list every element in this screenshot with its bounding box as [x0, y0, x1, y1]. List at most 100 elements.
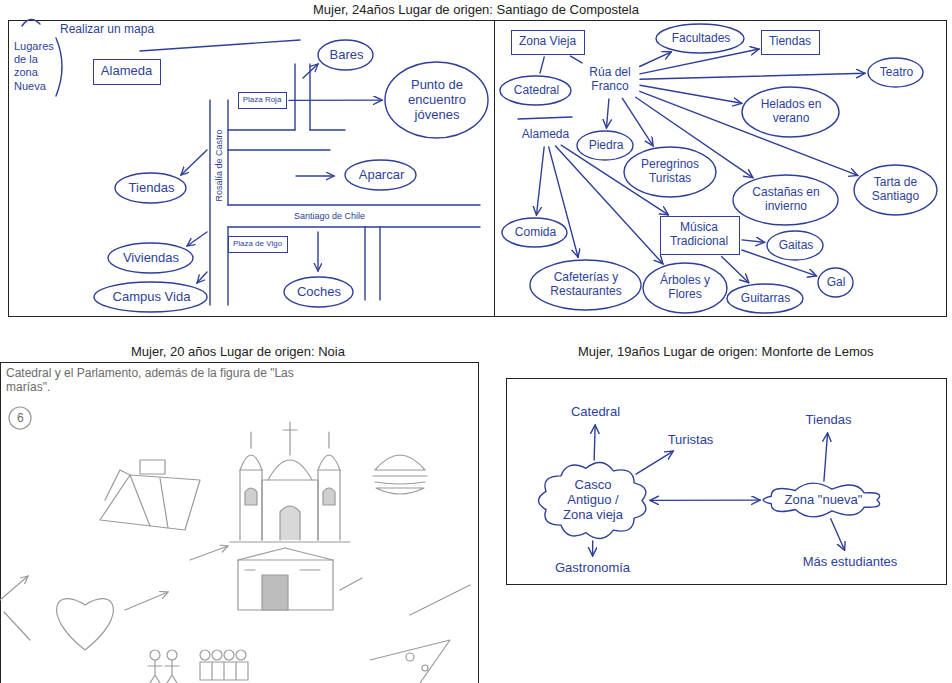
street-name: Santiago de Chile — [294, 211, 365, 222]
node-label: Bares — [329, 48, 364, 63]
panel-frame — [495, 21, 947, 317]
connector — [606, 99, 608, 128]
panel-caption: Mujer, 24años Lugar de origen: Santiago … — [313, 2, 639, 18]
topic-text: Alameda — [519, 127, 572, 143]
cathedral-dome — [268, 422, 312, 480]
node-label: Catedral — [513, 84, 560, 98]
idea-bubble: Helados en verano — [741, 86, 840, 138]
node-label: Rúa del Franco — [587, 66, 633, 94]
node-text: Cafeterías y Restaurantes — [548, 271, 624, 299]
connector — [549, 147, 578, 257]
street-line — [228, 226, 480, 227]
area-box: Alameda — [93, 59, 161, 85]
node-text: Plaza de Vigo — [232, 239, 283, 248]
cathedral-body — [262, 480, 318, 540]
street-line — [227, 100, 228, 205]
node-text: Piedra — [588, 139, 624, 153]
node-text: Gaitas — [778, 239, 814, 253]
connector — [592, 541, 594, 556]
ellipse-outline — [727, 284, 803, 313]
connector — [640, 52, 672, 67]
node-label: Peregrinos Turistas — [639, 158, 701, 186]
pizza-sketch — [422, 665, 428, 671]
node-text: Catedral — [513, 84, 560, 98]
node-text: Bares — [329, 48, 364, 63]
street-line — [379, 227, 380, 300]
connector — [824, 433, 828, 481]
ellipse-outline — [345, 160, 416, 190]
idea-bubble: Comida — [501, 217, 568, 248]
node-label: Catedral — [570, 405, 621, 420]
book-sketch — [100, 475, 200, 530]
idea-bubble: Teatro — [867, 57, 924, 88]
ground-line — [230, 541, 350, 542]
node-label: Zona Vieja — [518, 35, 577, 49]
pencil-arrow — [0, 576, 28, 600]
street-line — [209, 100, 210, 305]
street-line — [294, 64, 295, 130]
pen-stroke — [518, 117, 572, 119]
node-label: Punto de encuentro jóvenes — [402, 78, 472, 123]
ellipse-outline — [577, 131, 633, 160]
idea-bubble: Aparcar — [344, 159, 417, 191]
node-label: Plaza Roja — [242, 95, 282, 104]
building-door — [262, 575, 288, 610]
node-label: Plaza de Vigo — [232, 239, 283, 248]
cathedral-tower — [240, 432, 262, 470]
node-label: Helados en verano — [758, 98, 824, 126]
idea-bubble: Punto de encuentro jóvenes — [384, 61, 489, 139]
connector — [742, 240, 765, 242]
street-line — [310, 129, 345, 130]
connector-group — [289, 49, 865, 556]
ellipse-outline — [854, 165, 937, 215]
ellipse-outline — [643, 263, 727, 313]
idea-bubble: Gaitas — [766, 230, 824, 261]
node-label: Gaitas — [778, 239, 814, 253]
ellipse-outline — [530, 260, 641, 310]
pencil-stroke — [340, 578, 362, 590]
node-text: Campus Vida — [112, 290, 191, 305]
node-label: Alameda — [100, 64, 153, 79]
node-text: Más estudiantes — [802, 555, 898, 570]
connector — [742, 250, 817, 276]
pizza-sketch — [370, 640, 450, 683]
idea-bubble: Tarta de Santiago — [853, 164, 938, 216]
topic-text: Tiendas — [803, 412, 854, 429]
node-label: Música Tradicional — [667, 221, 731, 249]
crowd-sketch — [224, 650, 234, 660]
node-text: Zona Vieja — [518, 35, 577, 49]
cloud-node: Casco Antiguo / Zona vieja — [536, 460, 650, 541]
node-label: Castañas en invierno — [750, 186, 822, 214]
ellipse-outline — [318, 40, 373, 70]
connector — [722, 256, 749, 282]
pointer-arrow — [317, 232, 318, 271]
street-map — [22, 19, 572, 305]
connector — [593, 425, 595, 460]
node-text: Viviendas — [122, 251, 180, 266]
node-label: Teatro — [879, 66, 914, 80]
idea-bubble: Guitarras — [726, 283, 804, 314]
stick-figure — [148, 660, 162, 683]
cathedral-tower — [318, 470, 340, 540]
node-text: Aparcar — [358, 168, 405, 183]
cathedral-door — [280, 506, 300, 540]
sketch-note: Realizar un mapa — [60, 22, 154, 36]
topic-box: Música Tradicional — [660, 216, 740, 255]
node-text: Árboles y Flores — [657, 274, 713, 302]
node-label: Árboles y Flores — [657, 274, 713, 302]
pencil-arrow — [190, 546, 228, 560]
idea-bubble: Piedra — [576, 130, 634, 161]
node-label: Viviendas — [122, 251, 180, 266]
node-text: Tiendas — [768, 35, 812, 49]
connector — [640, 85, 742, 103]
idea-bubble: Árboles y Flores — [642, 262, 728, 314]
connector — [831, 519, 845, 551]
idea-bubble: Facultades — [655, 23, 745, 54]
pencil-stroke — [410, 585, 470, 615]
crowd-sketch — [200, 662, 248, 680]
ellipse-outline — [656, 24, 744, 53]
idea-bubble: Castañas en invierno — [732, 174, 839, 226]
stick-figure — [150, 650, 160, 660]
pointer-arrow — [181, 150, 207, 175]
ellipse-outline — [284, 277, 353, 307]
